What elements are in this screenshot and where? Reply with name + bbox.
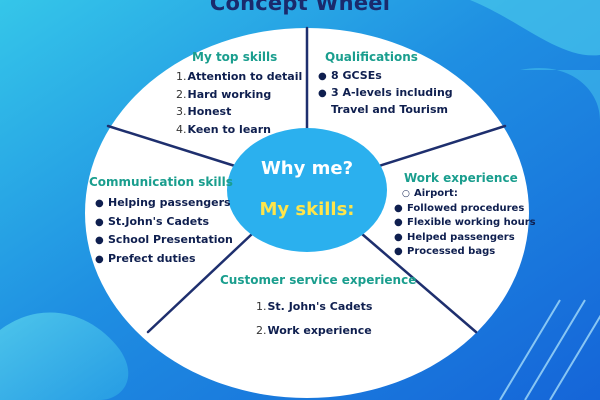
bullet-icon: ● [394, 231, 403, 243]
list-item: 1.Attention to detail [176, 70, 303, 83]
center-question: Why me? [260, 158, 354, 179]
list-item: ●St.John's Cadets [95, 213, 233, 232]
segment-heading: Work experience [404, 171, 518, 185]
bullet-list: ○Airport: ●Followed procedures ●Flexible… [392, 187, 536, 260]
list-item: 3.Honest [176, 105, 232, 118]
background-blob-right [470, 0, 600, 56]
hollow-bullet-icon: ○ [402, 189, 410, 199]
list-subheading: ○Airport: [392, 187, 536, 202]
bullet-icon: ● [95, 216, 104, 228]
spoke-bottom-right [360, 232, 478, 334]
list-item: ●Prefect duties [95, 250, 233, 269]
background-blob-right-2 [520, 68, 600, 120]
bullet-icon: ● [394, 217, 403, 228]
segment-heading: Communication skills [89, 175, 233, 189]
spoke-left [106, 124, 237, 168]
list-item: ●3 A-levels including [318, 85, 453, 102]
page-title: Concept Wheel [209, 0, 391, 15]
list-item: 4.Keen to learn [176, 122, 271, 136]
bullet-icon: ● [95, 235, 104, 246]
center-circle [227, 128, 387, 252]
bullet-icon: ● [394, 246, 403, 257]
segment-heading: Customer service experience [220, 273, 417, 287]
list-item: 2.Hard working [176, 87, 272, 101]
segment-heading: Qualifications [325, 50, 418, 64]
bullet-icon: ● [95, 253, 104, 265]
list-item: 2.Work experience [256, 324, 372, 337]
spoke-right [377, 124, 507, 168]
segment-communication-skills: Communication skills ●Helping passengers… [89, 175, 233, 268]
segment-top-skills: My top skills 1.Attention to detail 2.Ha… [176, 50, 302, 138]
segment-work-experience: Work experience ○Airport: ●Followed proc… [392, 171, 536, 260]
bullet-icon: ● [394, 202, 403, 214]
list-item: 1.St. John's Cadets [256, 300, 373, 313]
wheel-spokes [106, 26, 507, 334]
list-item: ●Helping passengers [95, 194, 233, 213]
bullet-icon: ● [318, 88, 327, 99]
bullet-list: ●8 GCSEs ●3 A-levels including Travel an… [318, 68, 453, 118]
segment-qualifications: Qualifications ●8 GCSEs ●3 A-levels incl… [318, 50, 453, 118]
list-item: ●School Presentation [95, 231, 233, 250]
list-item: ●Followed procedures [392, 202, 536, 217]
list-item: Travel and Tourism [331, 103, 448, 116]
segment-heading: My top skills [192, 50, 278, 64]
list-item: ●Helped passengers [392, 231, 536, 246]
bullet-icon: ● [95, 198, 104, 209]
list-item: ●8 GCSEs [318, 68, 453, 85]
background-blob-left [0, 312, 129, 400]
bullet-icon: ● [318, 71, 327, 82]
list-item: ●Flexible working hours [392, 216, 536, 231]
numbered-list: 1.St. John's Cadets 2.Work experience [220, 295, 416, 343]
decorative-stripes [499, 299, 600, 400]
segment-customer-service: Customer service experience 1.St. John's… [220, 273, 416, 343]
list-item: ●Processed bags [392, 245, 536, 260]
center-subtitle: My skills: [259, 199, 355, 220]
numbered-list: 1.Attention to detail 2.Hard working 3.H… [176, 68, 302, 138]
spoke-bottom-left [146, 232, 254, 334]
bullet-list: ●Helping passengers ●St.John's Cadets ●S… [95, 194, 233, 268]
